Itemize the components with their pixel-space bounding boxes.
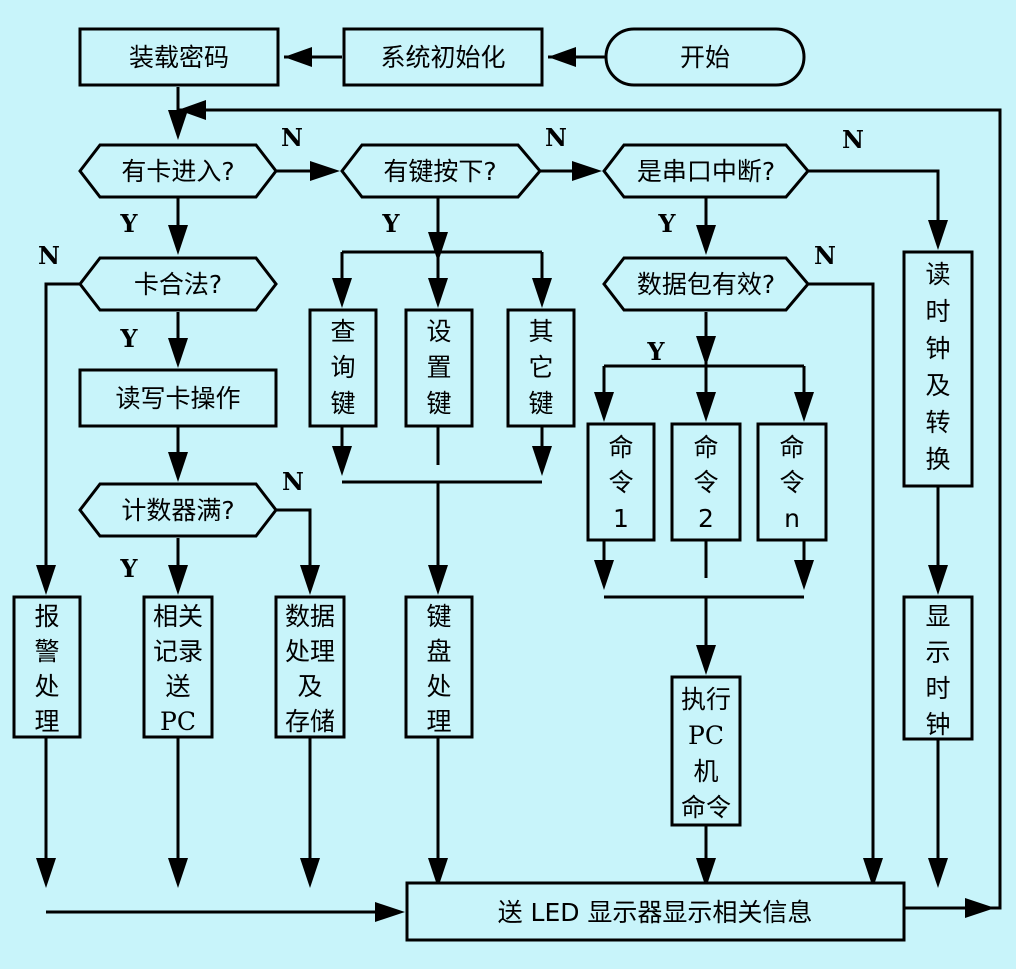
exec-pc-line-2: PC (688, 721, 724, 750)
label-n-packet-valid: N (814, 241, 836, 270)
exec-pc-box: 执行 PC 机 命令 (670, 675, 742, 827)
other-key-char-3: 键 (528, 389, 553, 418)
show-clock-box: 显 示 时 钟 (902, 595, 974, 741)
cmd1-char-1: 命 (608, 433, 633, 462)
show-clock-char-2: 示 (925, 638, 950, 667)
send-pc-line-4: PC (160, 707, 196, 736)
card-valid-label: 卡合法? (134, 270, 222, 299)
other-key-box: 其 它 键 (506, 308, 576, 428)
query-key-char-1: 查 (330, 317, 355, 346)
alarm-char-1: 报 (34, 602, 59, 631)
data-store-box: 数据 处理 及 存储 (274, 595, 346, 739)
serial-irq-label: 是串口中断? (637, 157, 775, 186)
label-n-card-valid: N (38, 241, 60, 270)
send-pc-line-1: 相关 (153, 602, 203, 631)
rw-card-box: 读写卡操作 (78, 368, 278, 428)
cmd2-char-1: 命 (693, 433, 718, 462)
query-key-box: 查 询 键 (308, 308, 378, 428)
label-y-card-valid: Y (119, 324, 138, 353)
label-y-key-pressed: Y (381, 209, 400, 238)
read-clock-char-1: 读 (925, 260, 950, 289)
counter-full-label: 计数器满? (121, 496, 234, 525)
cmd1-char-3: 1 (613, 504, 629, 533)
keyboard-proc-char-4: 理 (426, 707, 451, 736)
keyboard-proc-char-1: 键 (426, 602, 451, 631)
data-store-line-4: 存储 (285, 707, 335, 736)
label-y-counter-full: Y (119, 554, 138, 583)
read-clock-char-6: 换 (925, 445, 950, 474)
card-valid-decision: 卡合法? (78, 256, 278, 312)
set-key-box: 设 置 键 (404, 308, 474, 428)
data-store-line-2: 处理 (285, 637, 335, 666)
read-clock-char-3: 钟 (925, 334, 950, 363)
key-pressed-decision: 有键按下? (340, 143, 542, 199)
label-n-card-in: N (281, 123, 303, 152)
key-pressed-label: 有键按下? (383, 157, 496, 186)
exec-pc-line-1: 执行 (681, 685, 731, 714)
cmdn-char-2: 令 (779, 468, 804, 497)
data-store-line-3: 及 (297, 672, 322, 701)
alarm-box: 报 警 处 理 (12, 595, 82, 739)
keyboard-proc-box: 键 盘 处 理 (404, 595, 474, 739)
set-key-char-3: 键 (426, 389, 451, 418)
label-n-key-pressed: N (545, 123, 567, 152)
read-clock-box: 读 时 钟 及 转 换 (902, 250, 974, 488)
label-y-serial-irq: Y (657, 209, 676, 238)
alarm-char-3: 处 (34, 672, 59, 701)
arrow-into-card-in (168, 110, 188, 140)
other-key-char-1: 其 (528, 317, 553, 346)
cmdn-char-3: n (784, 504, 800, 533)
start-label: 开始 (680, 43, 730, 72)
label-y-card-in: Y (119, 209, 138, 238)
query-key-char-2: 询 (330, 353, 355, 382)
branch-labels: N N N Y Y Y N N Y Y N Y (38, 123, 864, 583)
packet-valid-label: 数据包有效? (637, 270, 775, 299)
rw-card-label: 读写卡操作 (115, 384, 240, 413)
packet-valid-decision: 数据包有效? (602, 256, 810, 312)
query-key-char-3: 键 (330, 389, 355, 418)
exec-pc-line-3: 机 (693, 757, 718, 786)
serial-irq-decision: 是串口中断? (602, 143, 810, 199)
other-key-char-2: 它 (528, 353, 553, 382)
init-label: 系统初始化 (380, 43, 505, 72)
cmdn-char-1: 命 (779, 433, 804, 462)
led-display-box: 送 LED 显示器显示相关信息 (405, 881, 906, 942)
led-display-label: 送 LED 显示器显示相关信息 (498, 898, 813, 927)
data-store-line-1: 数据 (285, 602, 335, 631)
alarm-char-2: 警 (34, 637, 59, 666)
cmd1-box: 命 令 1 (586, 422, 656, 542)
send-pc-box: 相关 记录 送 PC (142, 595, 214, 739)
cmd2-box: 命 令 2 (670, 422, 742, 542)
show-clock-char-1: 显 (925, 602, 950, 631)
cmd2-char-3: 2 (698, 504, 714, 533)
card-in-decision: 有卡进入? (78, 143, 278, 199)
cmd2-char-2: 令 (693, 468, 718, 497)
label-n-counter-full: N (282, 467, 304, 496)
read-clock-char-2: 时 (925, 297, 950, 326)
label-y-packet-valid: Y (646, 337, 665, 366)
read-clock-char-4: 及 (925, 371, 950, 400)
start-terminal: 开始 (604, 27, 806, 87)
keyboard-proc-char-2: 盘 (426, 637, 451, 666)
counter-full-decision: 计数器满? (78, 482, 278, 538)
card-in-label: 有卡进入? (121, 157, 234, 186)
init-box: 系统初始化 (342, 27, 544, 87)
cmd1-char-2: 令 (608, 468, 633, 497)
read-clock-char-5: 转 (925, 408, 950, 437)
keyboard-proc-char-3: 处 (426, 672, 451, 701)
label-n-serial-irq: N (842, 125, 864, 154)
load-password-label: 装载密码 (129, 43, 229, 72)
cmdn-box: 命 令 n (756, 422, 828, 542)
load-password-box: 装载密码 (78, 27, 280, 87)
set-key-char-1: 设 (426, 317, 451, 346)
set-key-char-2: 置 (426, 353, 451, 382)
show-clock-char-4: 钟 (925, 710, 950, 739)
alarm-char-4: 理 (34, 707, 59, 736)
send-pc-line-2: 记录 (153, 637, 203, 666)
show-clock-char-3: 时 (925, 674, 950, 703)
send-pc-line-3: 送 (165, 672, 190, 701)
arrowheads (36, 47, 995, 922)
exec-pc-line-4: 命令 (681, 793, 731, 822)
